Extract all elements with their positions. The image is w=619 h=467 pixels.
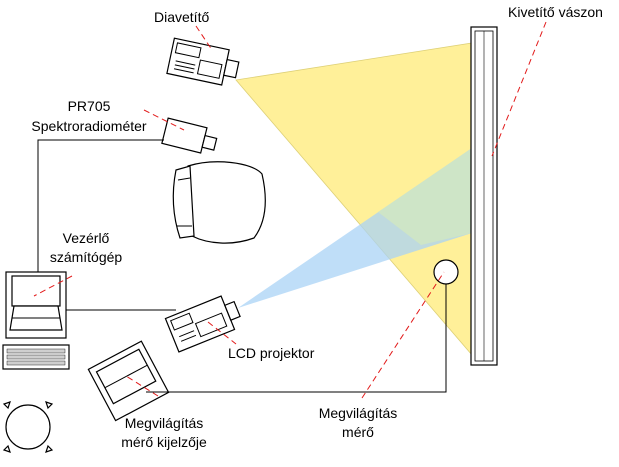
label-computer-1: Vezérlő: [63, 230, 110, 246]
round-table: [2, 401, 54, 453]
label-spectroradiometer-2: Spektroradiométer: [31, 118, 147, 134]
spectroradiometer: [161, 117, 218, 154]
leader-meter-display: [125, 375, 159, 397]
beam-overlap: [378, 148, 472, 245]
leader-meter: [361, 271, 445, 399]
label-slide-projector: Diavetítő: [154, 9, 209, 25]
control-computer: [5, 271, 67, 339]
label-lcd-projector: LCD projektor: [228, 345, 315, 361]
label-spectroradiometer-1: PR705: [68, 98, 111, 114]
keyboard: [2, 344, 70, 370]
cable-illuminance-meter: [146, 284, 447, 393]
slide-projector: [166, 37, 240, 86]
projection-screen: [470, 26, 498, 366]
leader-screen: [491, 21, 547, 157]
leader-spectroradiometer: [143, 109, 185, 131]
leader-slide-projector: [195, 25, 213, 51]
label-screen: Kivetítő vászon: [508, 4, 603, 20]
illuminance-meter-display: [87, 340, 170, 422]
chair: [172, 161, 266, 244]
label-computer-2: számítógép: [50, 249, 123, 265]
label-meter-display-2: mérő kijelzője: [121, 434, 207, 450]
lcd-projector: [164, 295, 241, 353]
illuminance-meter: [433, 259, 459, 285]
label-meter-2: mérő: [342, 424, 374, 440]
cable-spectroradiometer: [37, 139, 164, 272]
label-meter-display-1: Megvilágítás: [125, 415, 204, 431]
leader-lcd-projector: [207, 321, 237, 345]
leader-computer: [33, 275, 73, 297]
label-meter-1: Megvilágítás: [319, 405, 398, 421]
